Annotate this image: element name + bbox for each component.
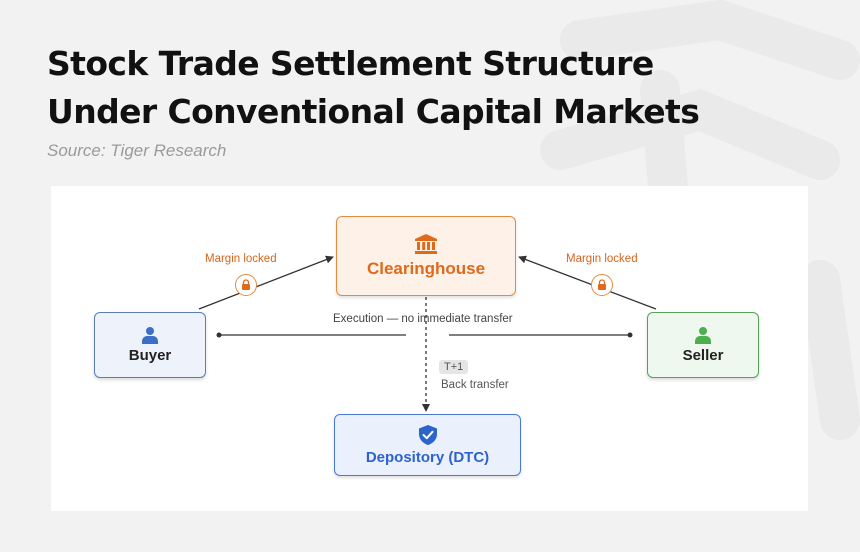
back-transfer-label: Back transfer — [441, 379, 509, 391]
depository-label: Depository (DTC) — [365, 449, 490, 466]
margin-locked-right-label: Margin locked — [566, 253, 638, 265]
depository-node: Depository (DTC) — [334, 414, 521, 476]
person-icon — [695, 327, 711, 344]
edge-endpoint-buyer — [216, 332, 222, 338]
lock-icon — [235, 274, 257, 296]
edge-buyer-to-clearinghouse — [198, 255, 334, 310]
page-title: Stock Trade Settlement Structure Under C… — [47, 40, 700, 136]
diagram-panel: Margin locked Margin locked Clearinghous… — [51, 186, 808, 511]
execution-label: Execution — no immediate transfer — [333, 313, 513, 325]
margin-locked-left-label: Margin locked — [205, 253, 277, 265]
seller-label: Seller — [682, 347, 724, 364]
title-line-1: Stock Trade Settlement Structure — [47, 44, 654, 83]
diagram-edges — [198, 255, 657, 412]
edge-seller-to-clearinghouse — [518, 255, 657, 310]
buyer-label: Buyer — [128, 347, 172, 364]
title-line-2: Under Conventional Capital Markets — [47, 92, 700, 131]
source-caption: Source: Tiger Research — [47, 141, 227, 160]
shield-check-icon — [418, 425, 437, 445]
person-icon — [142, 327, 158, 344]
clearinghouse-node: Clearinghouse — [336, 216, 516, 296]
bank-icon — [415, 234, 437, 254]
seller-node: Seller — [647, 312, 759, 378]
lock-icon — [591, 274, 613, 296]
clearinghouse-label: Clearinghouse — [366, 259, 486, 278]
buyer-node: Buyer — [94, 312, 206, 378]
t-plus-badge: T+1 — [439, 360, 469, 374]
edge-endpoint-seller — [627, 332, 633, 338]
